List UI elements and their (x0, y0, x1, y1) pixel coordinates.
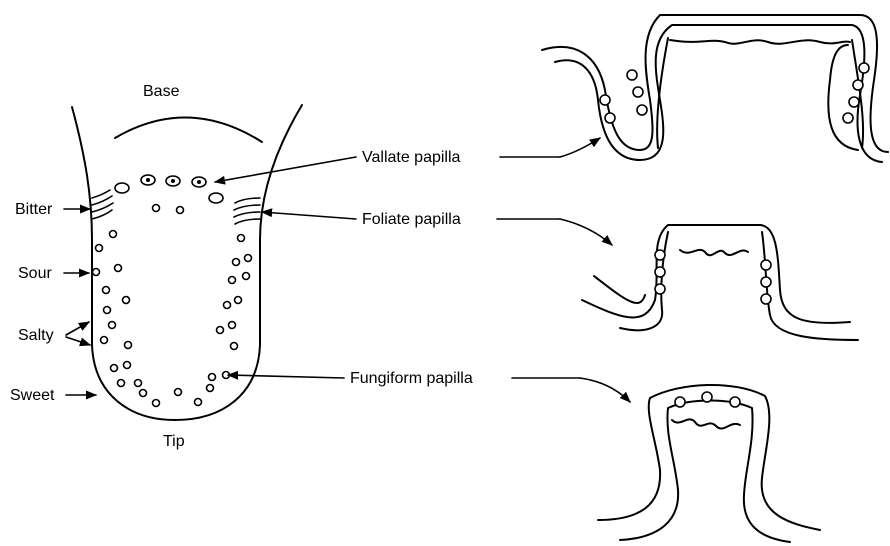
vallate-pointer-left (215, 157, 356, 182)
foliate-papilla-diagram (582, 225, 858, 340)
fungiform-pointer-right (580, 378, 630, 402)
foliate-pointer-left (262, 212, 356, 219)
foliate-label: Foliate papilla (362, 211, 461, 228)
tongue-base-arc (115, 117, 262, 142)
vallate-papillae-row (115, 175, 223, 203)
tip-label: Tip (163, 433, 185, 450)
foliate-ridges-right (234, 198, 260, 224)
vallate-papilla-diagram (542, 15, 888, 162)
bitter-label: Bitter (15, 201, 53, 218)
tongue-outline (72, 105, 302, 420)
foliate-pointer-right (560, 219, 612, 245)
fungiform-pointer-left (228, 375, 344, 378)
base-label: Base (143, 83, 180, 100)
salty-arrow-lower (66, 337, 90, 345)
sour-label: Sour (18, 265, 52, 282)
fungiform-papilla-diagram (598, 385, 820, 542)
salty-label: Salty (18, 327, 54, 344)
vallate-label: Vallate papilla (362, 149, 461, 166)
fungiform-label: Fungiform papilla (350, 370, 473, 387)
foliate-ridges-left (92, 190, 113, 219)
fungiform-papillae-dots (93, 205, 252, 407)
salty-arrow-upper (66, 322, 89, 335)
sweet-label: Sweet (10, 387, 55, 404)
vallate-pointer-right (560, 138, 600, 157)
